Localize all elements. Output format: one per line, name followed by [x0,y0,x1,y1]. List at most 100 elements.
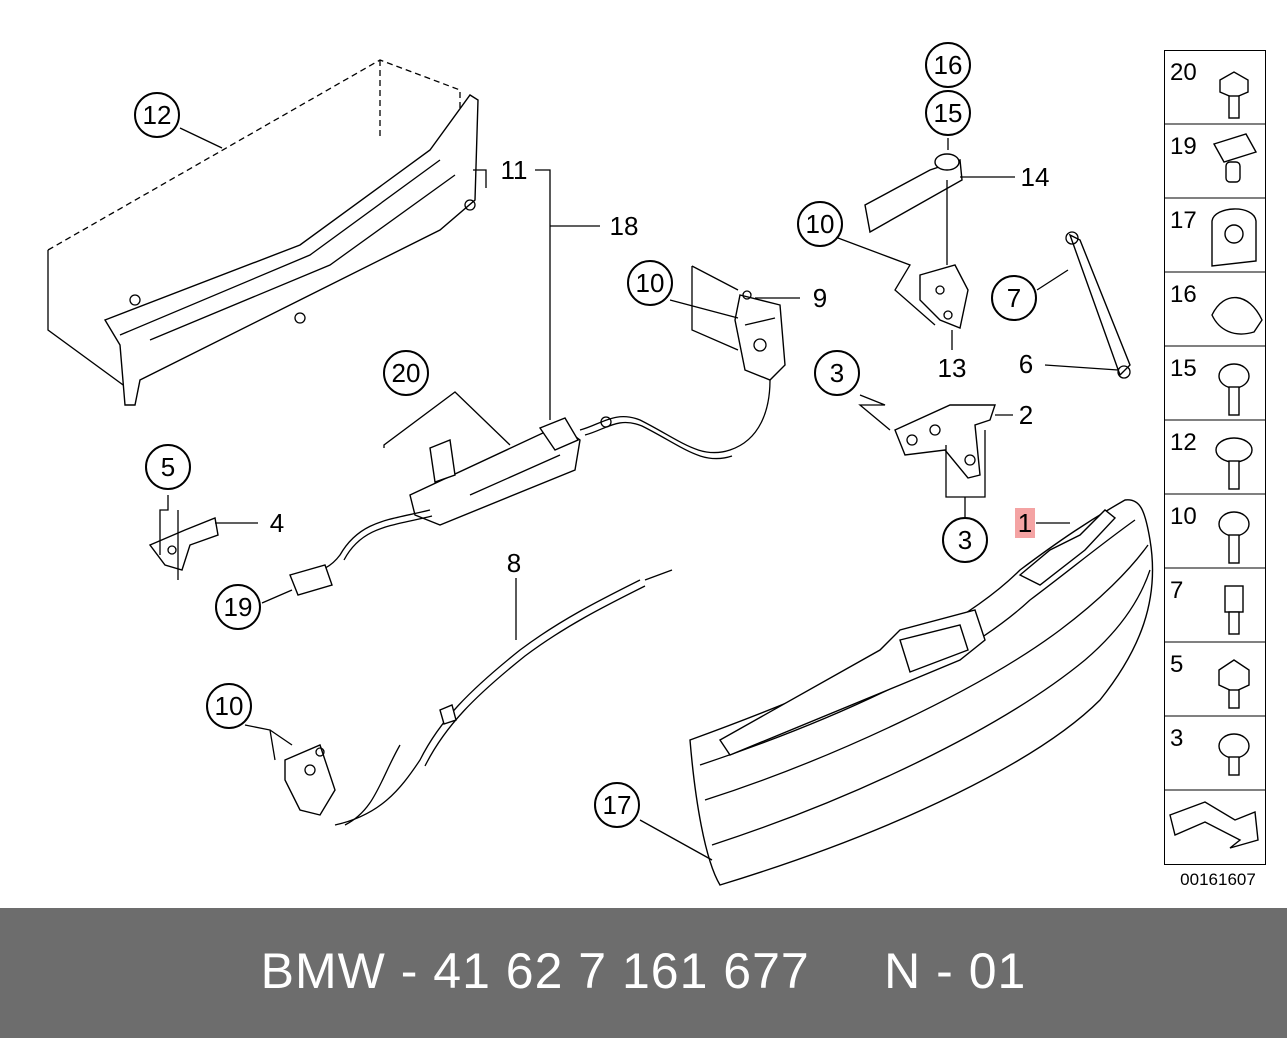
callout-label: 20 [392,358,421,388]
part-9-lock [734,290,786,381]
document-number: 00161607 [1180,870,1256,889]
callout-circle [206,683,252,729]
legend-label: 19 [1170,133,1197,160]
callout-label: 17 [603,790,632,820]
callout-label: 6 [1019,349,1033,379]
callout-circle [797,201,843,247]
callout-label: 15 [934,98,963,128]
legend-label: 15 [1170,355,1197,382]
legend-item-5: 5 [1164,651,1266,717]
callout-label: 13 [938,353,967,383]
pin-bolt-icon [1224,585,1244,635]
legend-label: 16 [1170,281,1197,308]
callout-3: 3 [942,517,988,563]
callout-19: 19 [215,584,261,630]
callout-20: 20 [383,350,429,396]
callout-15: 15 [925,90,971,136]
callout-label: 5 [161,452,175,482]
callout-4: 4 [270,508,284,538]
part-4-bracket [148,517,219,571]
legend-item-17: 17 [1164,207,1266,273]
callout-layer: 12 11 18 10 9 16 15 14 10 7 6 13 3 2 3 1 20 5 4 19 8 10 17 [134,42,1050,828]
callout-label: 16 [934,50,963,80]
callout-circle [925,90,971,136]
part-20-actuator [409,417,581,526]
callout-label: 14 [1021,162,1050,192]
callout-label: 9 [813,283,827,313]
callout-3: 3 [814,350,860,396]
callout-18: 18 [610,211,639,241]
legend-layer: 20 19 17 16 15 12 10 7 5 3 [1164,59,1266,849]
callout-13: 13 [938,353,967,383]
callout-10: 10 [797,201,843,247]
legend-item-19: 19 [1164,133,1266,199]
legend-item-16: 16 [1164,281,1266,347]
callout-9: 9 [813,283,827,313]
fastener-legend [1164,50,1266,865]
part-number-caption: BMW - 41 62 7 161 677 N - 01 [260,943,1027,999]
callout-circle [925,42,971,88]
part-14-handle [864,153,963,234]
callout-11: 11 [501,155,528,185]
callout-circle [145,444,191,490]
legend-label: 3 [1170,725,1183,752]
cover-icon [1211,296,1263,335]
legend-label: 20 [1170,59,1197,86]
legend-label: 17 [1170,207,1197,234]
legend-item-12: 12 [1164,429,1266,495]
part-2-hinge [894,404,996,479]
callout-circle [215,584,261,630]
torx-screw-icon [1218,511,1250,564]
callout-label: 2 [1019,400,1033,430]
callout-2: 2 [1019,400,1033,430]
callout-10: 10 [206,683,252,729]
legend-label: 7 [1170,577,1183,604]
callout-label: 12 [143,100,172,130]
callout-7: 7 [991,275,1037,321]
callout-5: 5 [145,444,191,490]
footer-bar [0,908,1287,1038]
callout-label: 10 [636,268,665,298]
callout-label: 11 [501,155,528,185]
callout-label: 10 [215,691,244,721]
washer-screw-icon [1215,437,1253,490]
callout-circle [942,517,988,563]
legend-item-7: 7 [1164,577,1266,643]
hex-bolt-icon [1219,71,1249,119]
hex-collar-bolt-icon [1218,659,1250,709]
part-13-bracket [919,264,969,329]
callout-label: 7 [1007,283,1021,313]
callout-6: 6 [1019,349,1033,379]
callout-circle [134,92,180,138]
arrow-icon [1169,801,1259,849]
callout-circle [594,782,640,828]
callout-label: 10 [806,209,835,239]
clip-nut-icon [1212,133,1258,183]
part-12-bracket [47,59,479,406]
callout-label: 4 [270,508,284,538]
callout-label: 3 [958,525,972,555]
short-screw-icon [1218,733,1250,776]
part-19-connector [289,564,333,596]
callout-circle [627,260,673,306]
callout-12: 12 [134,92,180,138]
callout-label: 19 [224,592,253,622]
callout-label: 18 [610,211,639,241]
part-6-strut [1065,231,1131,379]
legend-item-3: 3 [1164,725,1266,791]
callout-10: 10 [627,260,673,306]
callout-17: 17 [594,782,640,828]
parts-diagram: .ln { stroke:#000; stroke-width:1.3; fil… [47,42,1266,886]
callout-circle [383,350,429,396]
legend-item-10: 10 [1164,503,1266,569]
callout-1: 1 [1015,508,1035,538]
part-1-panel [689,499,1154,886]
legend-label: 12 [1170,429,1197,456]
legend-label: 10 [1170,503,1197,530]
callout-14: 14 [1021,162,1050,192]
callout-8: 8 [507,548,521,578]
callout-16: 16 [925,42,971,88]
screw-icon [1218,363,1250,416]
callout-label: 1 [1018,508,1032,538]
part-10-lower-lock [284,744,336,816]
